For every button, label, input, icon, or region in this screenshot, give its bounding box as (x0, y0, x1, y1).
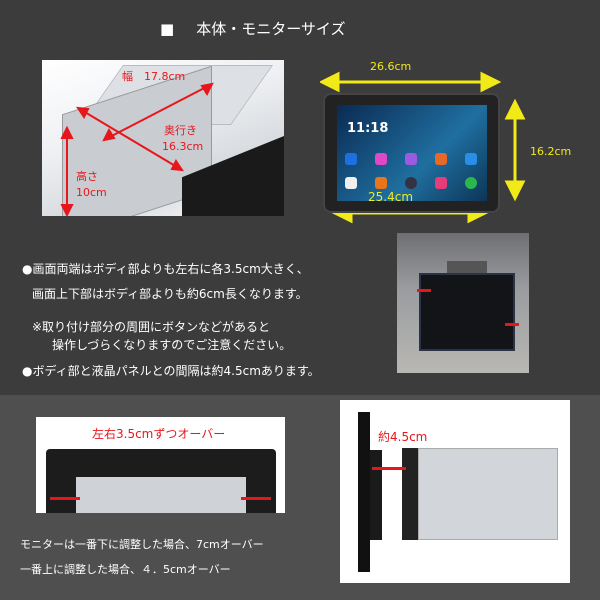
right-overhang-arrow (241, 497, 271, 500)
mic-app-icon (405, 153, 417, 165)
overhang-photo: 左右3.5cmずつオーバー (36, 417, 285, 513)
map-app-icon (465, 153, 477, 165)
bottom-width-label: 25.4cm (368, 190, 414, 204)
video-app-icon (465, 177, 477, 189)
monitor-dimension-arrows (320, 71, 526, 224)
left-overhang-arrow (417, 289, 431, 292)
note-line: 操作しづらくなりますのでご注意ください。 (52, 338, 292, 352)
camera-app-icon (375, 153, 387, 165)
panel-mount (370, 450, 382, 540)
left-overhang-arrow (50, 497, 80, 500)
note-line: ●画面両端はボディ部よりも左右に各3.5cm大きく、 (22, 262, 309, 276)
music-app-icon (435, 177, 447, 189)
gap-photo: 約4.5cm (340, 400, 570, 583)
bottom-note: 一番上に調整した場合、４．5cmオーバー (20, 563, 231, 576)
body-front (402, 448, 418, 540)
note-line: ※取り付け部分の周囲にボタンなどがあると (32, 320, 271, 334)
right-overhang-arrow (505, 323, 519, 326)
note-line: 画面上下部はボディ部よりも約6cm長くなります。 (32, 287, 308, 301)
body-top-view (76, 477, 246, 513)
body-dimension-photo: 幅 17.8cm 奥行き 16.3cm 高さ 10cm (42, 60, 284, 216)
section-title: ■本体・モニターサイズ (160, 20, 346, 38)
installed-monitor (419, 273, 515, 351)
monitor-image: 11:18 (323, 93, 500, 213)
bluetooth-app-icon (345, 153, 357, 165)
radio-app-icon (345, 177, 357, 189)
body-chassis (418, 448, 558, 540)
monitor-screen: 11:18 (337, 105, 487, 201)
gap-arrow (372, 467, 406, 470)
bottom-note: モニターは一番下に調整した場合、7cmオーバー (20, 538, 264, 551)
lcd-panel-side (358, 412, 370, 572)
tv-app-icon (435, 153, 447, 165)
dimension-arrows (60, 82, 214, 216)
car-installation-photo (397, 233, 529, 373)
dvd-app-icon (375, 177, 387, 189)
note-line: ●ボディ部と液晶パネルとの間隔は約4.5cmあります。 (22, 364, 320, 378)
height-label: 16.2cm (530, 145, 572, 158)
apps-icon (405, 177, 417, 189)
top-width-label: 26.6cm (370, 60, 412, 73)
